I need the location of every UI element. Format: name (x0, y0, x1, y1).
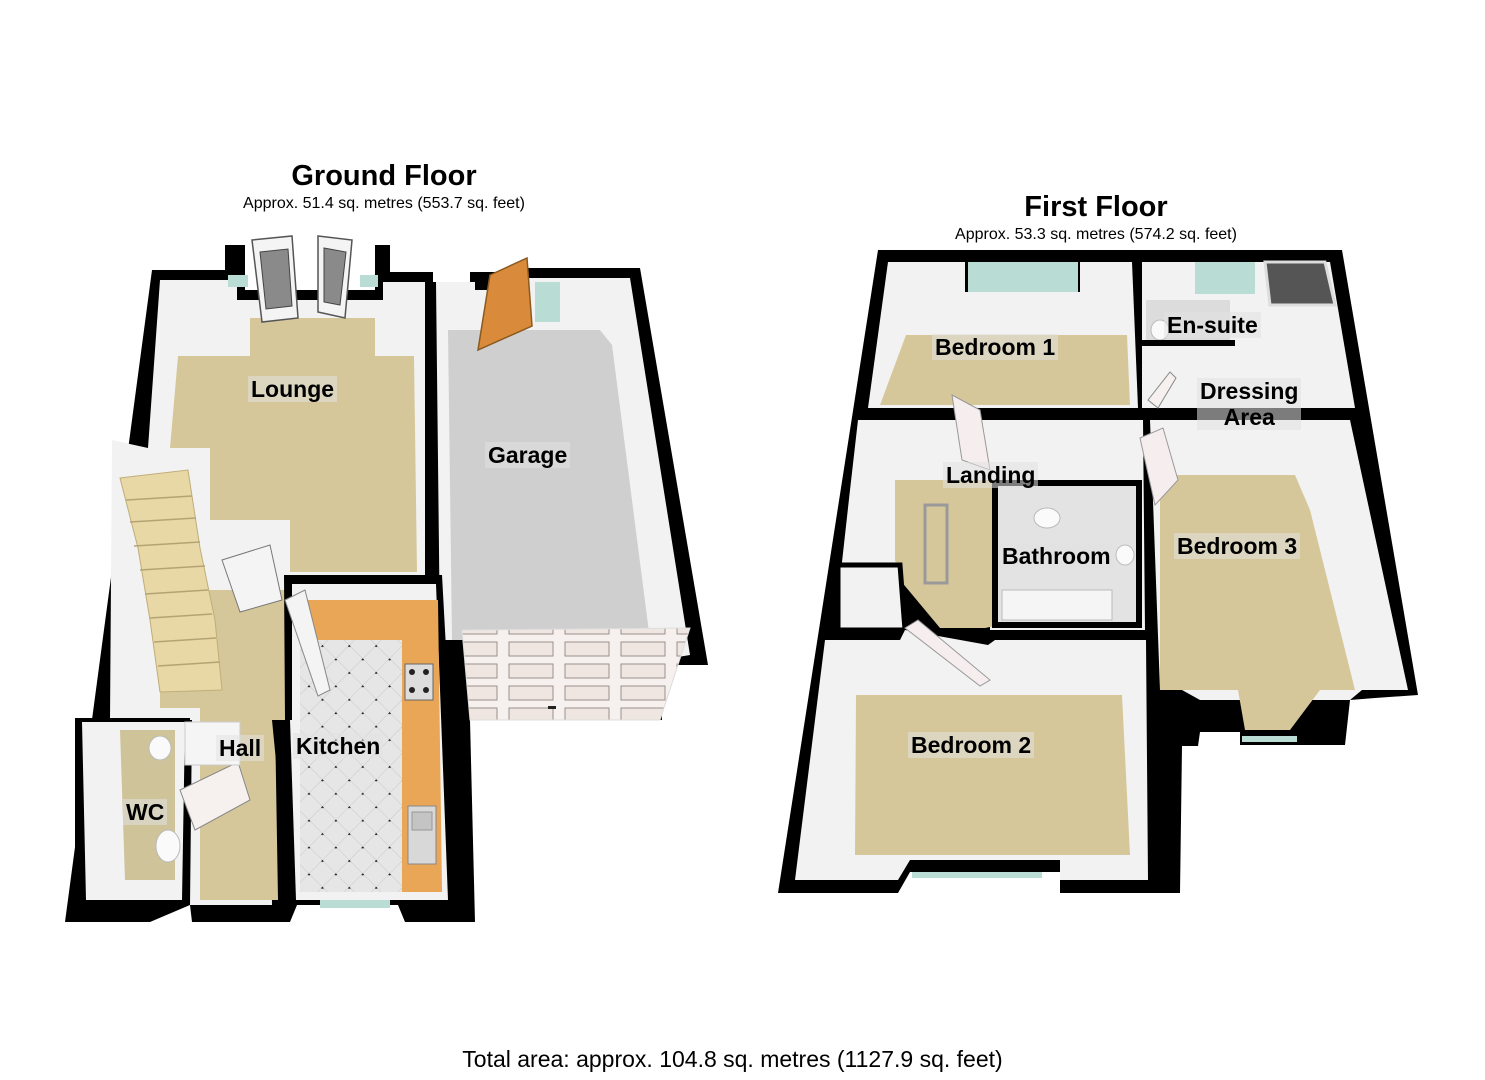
room-label-landing: Landing (943, 462, 1039, 488)
wc-basin (148, 735, 172, 761)
ground-floor-title: Ground Floor (291, 160, 477, 192)
total-area: Total area: approx. 104.8 sq. metres (11… (462, 1046, 1003, 1072)
garage-side-door (477, 256, 533, 352)
room-label-dressing-area: Dressing Area (1197, 378, 1302, 430)
garage-floor (448, 330, 650, 640)
lounge-floor (142, 318, 417, 572)
shower-cubicle (1263, 260, 1337, 307)
room-label-bedroom-1: Bedroom 1 (932, 334, 1059, 360)
room-label-en-suite: En-suite (1164, 312, 1261, 338)
landing-door-bedroom2 (904, 619, 991, 687)
room-label-bathroom: Bathroom (999, 543, 1114, 569)
dressing-line-2: Area (1223, 404, 1275, 430)
room-label-lounge: Lounge (248, 376, 338, 402)
bathroom-bath (1001, 589, 1113, 621)
first-floor-plan (778, 250, 1418, 893)
first-floor-area: Approx. 53.3 sq. metres (574.2 sq. feet) (955, 226, 1237, 243)
kitchen-floor (300, 640, 402, 892)
room-label-hall: Hall (216, 735, 265, 761)
first-floor-title: First Floor (1024, 191, 1168, 223)
ground-floor-plan (65, 235, 708, 922)
landing-door-bedroom3 (1139, 427, 1179, 507)
wc-toilet (155, 829, 181, 863)
bathroom-toilet (1115, 544, 1135, 566)
ground-floor-area: Approx. 51.4 sq. metres (553.7 sq. feet) (243, 195, 525, 212)
room-label-bedroom-3: Bedroom 3 (1174, 533, 1301, 559)
room-label-kitchen: Kitchen (293, 733, 384, 759)
kitchen-hob (404, 663, 434, 701)
bedroom-2-floor (855, 695, 1130, 855)
room-label-wc: WC (123, 799, 168, 825)
room-label-bedroom-2: Bedroom 2 (908, 732, 1035, 758)
bathroom-basin (1033, 507, 1061, 529)
dressing-line-1: Dressing (1200, 378, 1299, 404)
garage-up-and-over-door (461, 627, 691, 721)
wc-door (179, 761, 251, 831)
room-label-garage: Garage (485, 442, 571, 468)
